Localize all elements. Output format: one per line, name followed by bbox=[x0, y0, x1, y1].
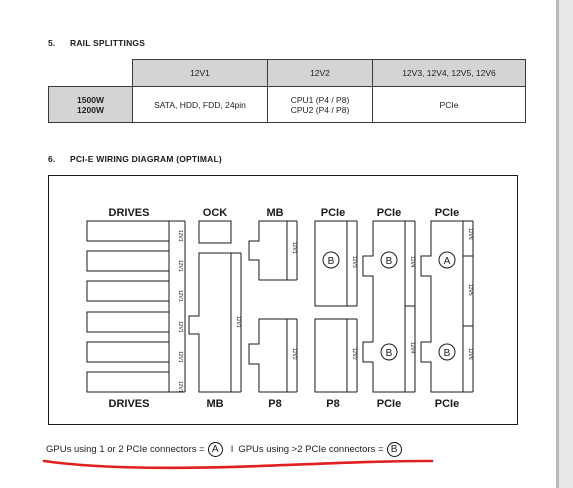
label-drives-top: DRIVES bbox=[109, 207, 150, 219]
gpu-mark-b: B bbox=[328, 256, 335, 267]
label-mb-bottom: MB bbox=[206, 398, 223, 410]
rail-label-pcie3-top: 12V6 bbox=[467, 228, 473, 240]
wattage-1500: 1500W bbox=[77, 94, 104, 105]
legend-text-1: GPUs using 1 or 2 PCIe connectors = bbox=[46, 443, 205, 455]
pcie-wiring-heading: 6. PCI-E WIRING DIAGRAM (OPTIMAL) bbox=[48, 154, 222, 164]
pcie2-connector bbox=[362, 220, 406, 393]
pcie3-connector bbox=[420, 220, 464, 393]
label-p8-bottom-2: P8 bbox=[326, 398, 339, 410]
rail-label-mb: 12V1 bbox=[235, 316, 241, 328]
rail-label-drives: 12V1 bbox=[177, 260, 183, 272]
rail-label-p8-2: 12V2 bbox=[351, 348, 357, 360]
gpu-mark-b: B bbox=[386, 256, 393, 267]
gpu-mark-a: A bbox=[444, 256, 451, 267]
rail-splittings-heading: 5. RAIL SPLITTINGS bbox=[48, 38, 145, 48]
table-cell-12v2: CPU1 (P4 / P8) CPU2 (P4 / P8) bbox=[267, 86, 373, 123]
rail-label-mb-small: 12V1 bbox=[291, 242, 297, 254]
section-title: PCI-E WIRING DIAGRAM (OPTIMAL) bbox=[70, 154, 222, 164]
section-number: 5. bbox=[48, 38, 56, 48]
rail-label-pcie2-bot: 12V4 bbox=[409, 342, 415, 354]
drive-connector bbox=[86, 250, 170, 272]
label-mb-top: MB bbox=[266, 207, 283, 219]
rail-label-pcie1-top: 12V3 bbox=[351, 256, 357, 268]
gpu-mark-b: B bbox=[386, 348, 393, 359]
red-underline-annotation bbox=[42, 459, 434, 470]
rail-label-drives: 12V1 bbox=[177, 321, 183, 333]
rail-label-drives: 12V1 bbox=[177, 381, 183, 393]
table-row-header: 1500W 1200W bbox=[48, 86, 133, 123]
gpu-mark-b-circle bbox=[380, 343, 398, 361]
legend-separator: I bbox=[230, 443, 234, 455]
rail-label-drives: 12V1 bbox=[177, 351, 183, 363]
legend-mark-b: B bbox=[386, 441, 402, 457]
table-header-12v1: 12V1 bbox=[132, 59, 268, 87]
wattage-1200: 1200W bbox=[77, 104, 104, 115]
page-edge-shadow bbox=[556, 0, 559, 488]
label-p8-bottom-1: P8 bbox=[268, 398, 281, 410]
label-pcie-top-1: PCIe bbox=[321, 207, 345, 219]
mb-cpu-connector bbox=[248, 220, 288, 281]
label-pcie-bottom-2: PCIe bbox=[435, 398, 459, 410]
manual-page: 5. RAIL SPLITTINGS 12V1 12V2 12V3, 12V4, … bbox=[0, 0, 556, 488]
drive-connector bbox=[86, 220, 170, 242]
p8-connector-1 bbox=[248, 318, 288, 393]
rail-label-p8-1: 12V2 bbox=[291, 348, 297, 360]
rail-label-drives: 12V1 bbox=[177, 290, 183, 302]
drive-connector bbox=[86, 341, 170, 363]
legend-text-2: GPUs using >2 PCIe connectors = bbox=[238, 443, 384, 455]
gpu-mark-b-circle bbox=[322, 251, 340, 269]
table-cell-12v1: SATA, HDD, FDD, 24pin bbox=[132, 86, 268, 123]
ock-connector bbox=[198, 220, 232, 244]
pcie1-top-connector bbox=[314, 220, 348, 307]
label-ock-top: OCK bbox=[203, 207, 228, 219]
gpu-legend: GPUs using 1 or 2 PCIe connectors = A I … bbox=[46, 439, 405, 459]
label-drives-bottom: DRIVES bbox=[109, 398, 150, 410]
drive-connector bbox=[86, 280, 170, 302]
table-header-12v2: 12V2 bbox=[267, 59, 373, 87]
gpu-mark-b-circle bbox=[438, 343, 456, 361]
mb-24pin-connector bbox=[188, 252, 232, 393]
label-pcie-top-3: PCIe bbox=[435, 207, 459, 219]
rail-splitting-table: 12V1 12V2 12V3, 12V4, 12V5, 12V6 1500W 1… bbox=[48, 59, 526, 123]
pcie-wiring-diagram: DRIVES OCK MB PCIe PCIe PCIe DRIVES MB P… bbox=[48, 175, 518, 425]
label-pcie-top-2: PCIe bbox=[377, 207, 401, 219]
gpu-mark-b-circle bbox=[380, 251, 398, 269]
table-cell-12v3-6: PCIe bbox=[372, 86, 526, 123]
gpu-mark-a-circle bbox=[438, 251, 456, 269]
section-number: 6. bbox=[48, 154, 56, 164]
legend-mark-a: A bbox=[207, 441, 223, 457]
rail-label-pcie3-mid: 12V5 bbox=[467, 284, 473, 296]
cpu1-text: CPU1 (P4 / P8) bbox=[290, 94, 350, 105]
table-header-12v3-6: 12V3, 12V4, 12V5, 12V6 bbox=[372, 59, 526, 87]
diagram-svg: DRIVES OCK MB PCIe PCIe PCIe DRIVES MB P… bbox=[86, 207, 474, 410]
p8-connector-2 bbox=[314, 318, 348, 393]
rail-label-drives: 12V1 bbox=[177, 230, 183, 242]
drive-connector bbox=[86, 311, 170, 333]
label-pcie-bottom-1: PCIe bbox=[377, 398, 401, 410]
cpu2-text: CPU2 (P4 / P8) bbox=[290, 104, 350, 115]
section-title: RAIL SPLITTINGS bbox=[70, 38, 146, 48]
rail-label-pcie2-top: 12V4 bbox=[409, 256, 415, 268]
drive-connector bbox=[86, 371, 170, 393]
rail-label-pcie3-bot: 12V6 bbox=[467, 348, 473, 360]
gpu-mark-b: B bbox=[444, 348, 451, 359]
